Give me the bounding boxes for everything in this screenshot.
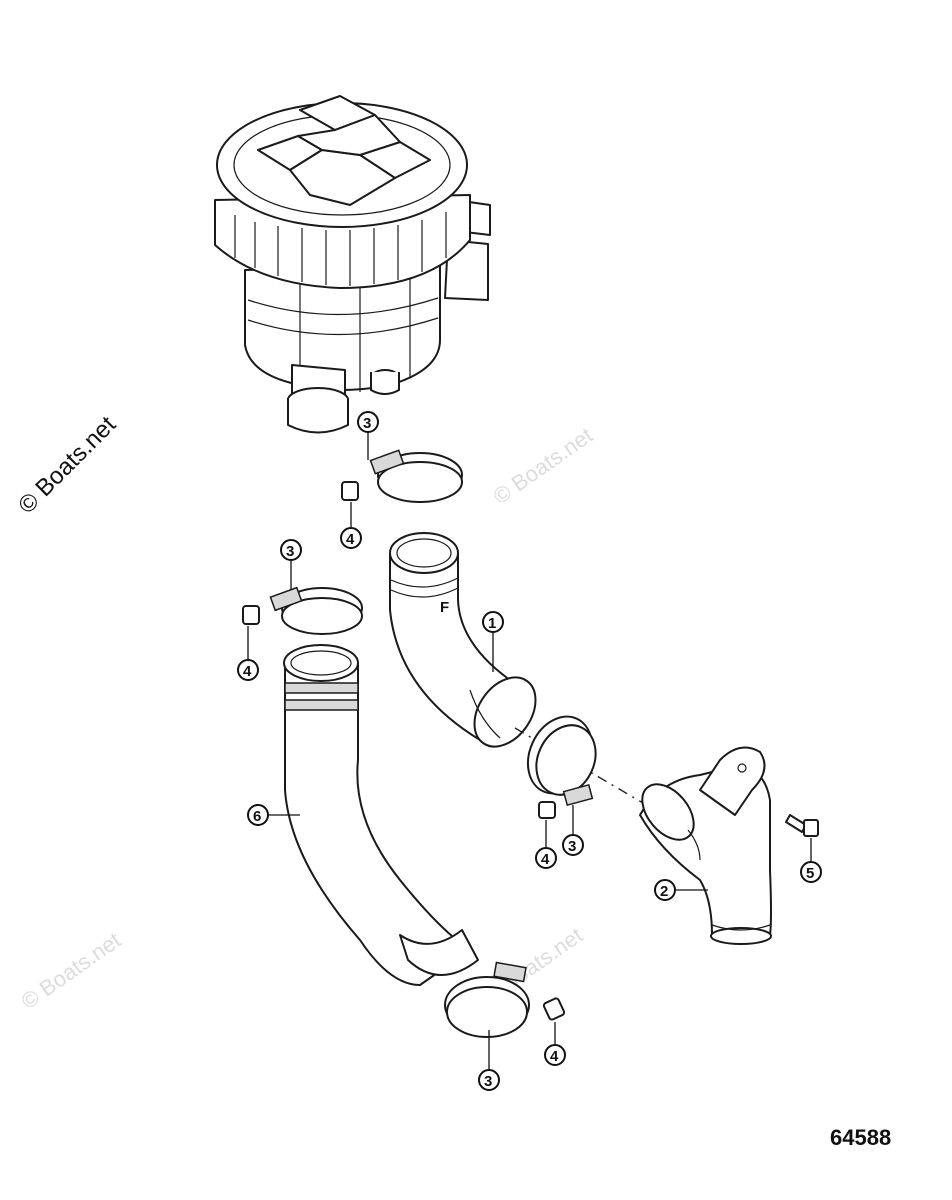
callout-4: 4 xyxy=(544,1022,566,1066)
callout-3: 3 xyxy=(562,805,584,856)
hose-6 xyxy=(283,644,479,986)
callout-3: 3 xyxy=(280,539,302,590)
svg-text:5: 5 xyxy=(806,865,814,882)
sea-water-strainer xyxy=(214,95,491,434)
callout-6: 6 xyxy=(247,804,300,826)
svg-text:4: 4 xyxy=(346,531,355,548)
hose-clamp xyxy=(444,961,530,1038)
callout-4: 4 xyxy=(237,626,259,681)
svg-text:6: 6 xyxy=(253,808,261,825)
clamp-cap xyxy=(538,801,556,819)
callout-3: 3 xyxy=(478,1030,500,1091)
svg-text:1: 1 xyxy=(488,615,496,632)
callout-2: 2 xyxy=(654,879,708,901)
figure-number: 64588 xyxy=(830,1125,891,1150)
svg-text:3: 3 xyxy=(286,543,294,560)
hose-1: F xyxy=(389,532,537,748)
callout-3: 3 xyxy=(357,411,379,460)
hose-clamp xyxy=(369,449,463,503)
svg-text:4: 4 xyxy=(541,851,550,868)
svg-text:3: 3 xyxy=(363,415,371,432)
watermark: © Boats.net xyxy=(489,422,598,509)
svg-text:4: 4 xyxy=(243,663,252,680)
svg-text:3: 3 xyxy=(484,1073,492,1090)
callout-1: 1 xyxy=(482,611,504,672)
clamp-cap xyxy=(542,997,566,1021)
svg-text:3: 3 xyxy=(568,838,576,855)
hose-clamp xyxy=(526,715,597,807)
svg-text:4: 4 xyxy=(550,1048,559,1065)
callout-4: 4 xyxy=(340,502,362,549)
hose-marking: F xyxy=(440,599,449,616)
svg-text:2: 2 xyxy=(660,883,668,900)
copyright-label: © Boats.net xyxy=(13,411,121,519)
hose-clamp xyxy=(269,586,363,635)
screw-5 xyxy=(785,814,819,837)
callout-5: 5 xyxy=(800,838,822,883)
watermark: © Boats.net xyxy=(17,927,126,1014)
clamp-cap xyxy=(341,481,359,501)
elbow-fitting-2 xyxy=(639,746,772,945)
callout-4: 4 xyxy=(535,820,557,869)
clamp-cap xyxy=(242,605,260,625)
